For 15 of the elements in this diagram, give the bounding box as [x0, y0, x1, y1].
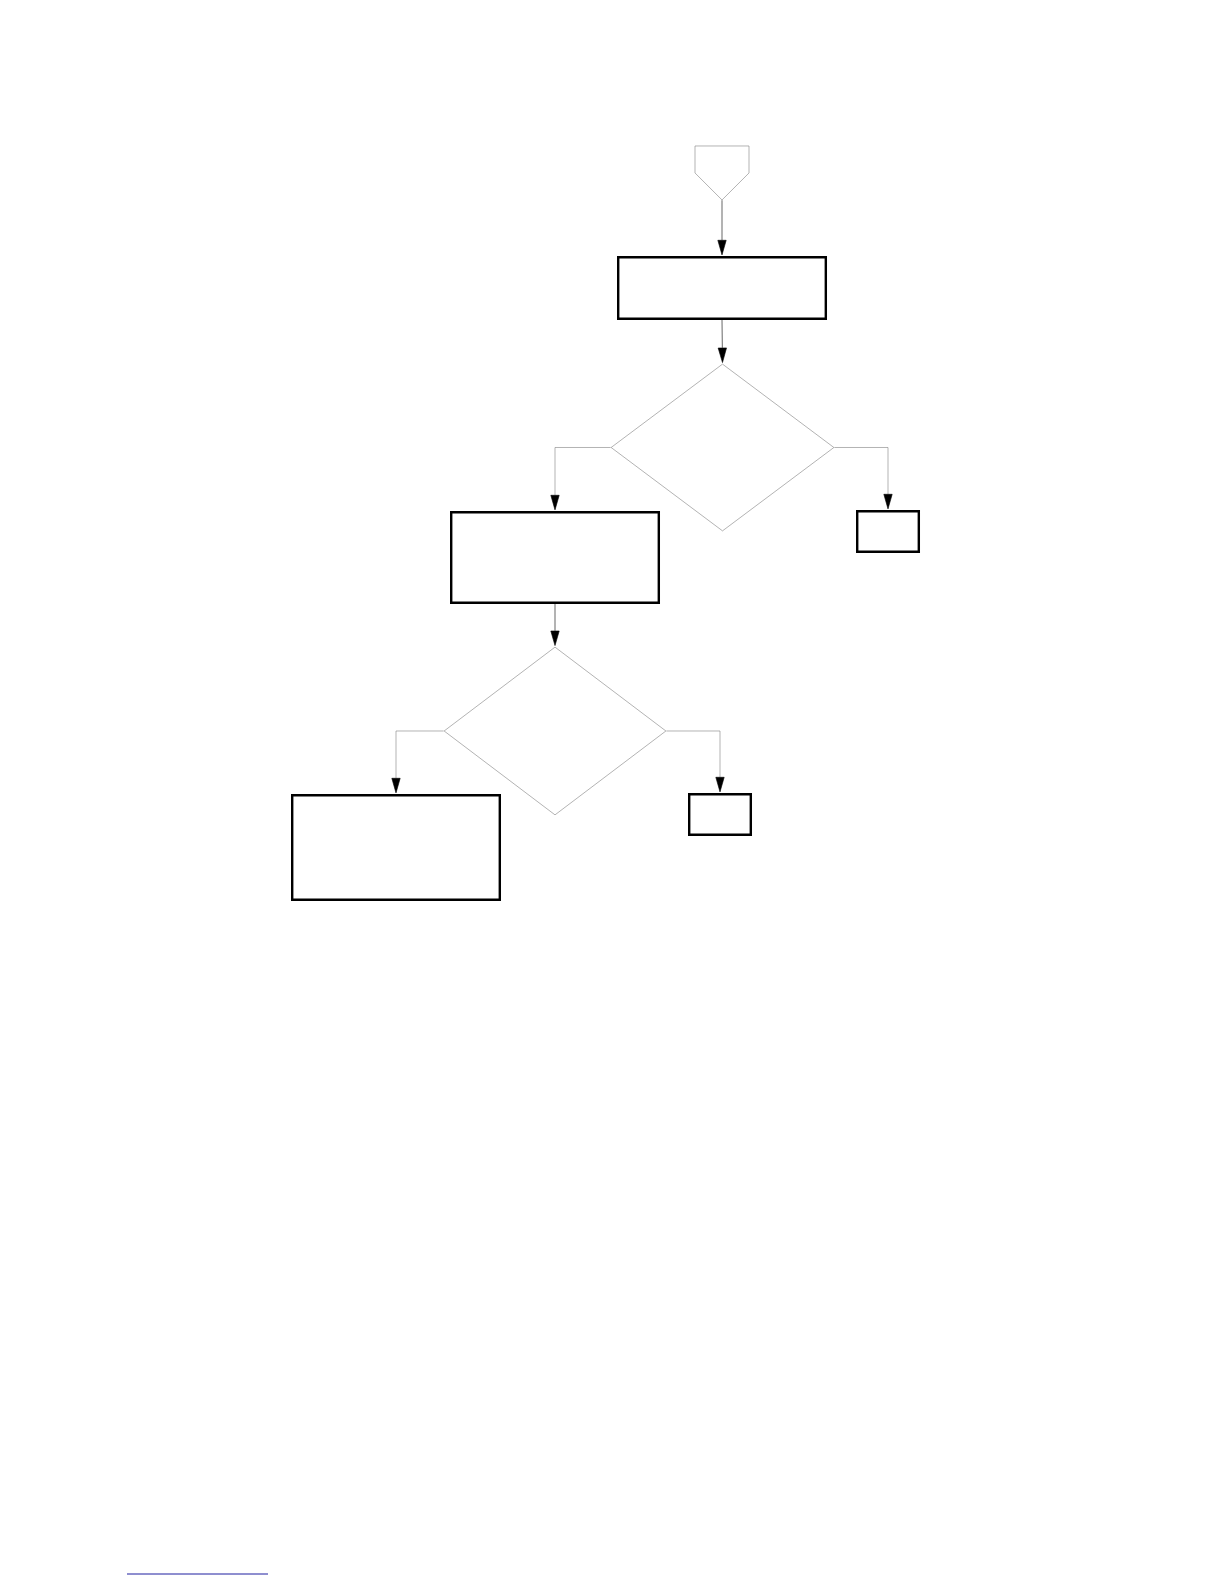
arrow: [391, 730, 444, 794]
process-box: [617, 256, 827, 320]
process-box: [291, 794, 501, 901]
process-box: [450, 511, 660, 604]
process-box: [856, 510, 920, 553]
off-page-connector: [694, 145, 750, 201]
decision-diamond: [443, 646, 667, 816]
arrow: [834, 447, 893, 510]
process-box: [688, 793, 752, 836]
arrow: [550, 603, 560, 646]
arrow: [550, 447, 611, 511]
arrow: [717, 199, 727, 256]
arrow: [717, 319, 727, 363]
decision-diamond: [610, 363, 835, 532]
arrow: [666, 730, 725, 793]
